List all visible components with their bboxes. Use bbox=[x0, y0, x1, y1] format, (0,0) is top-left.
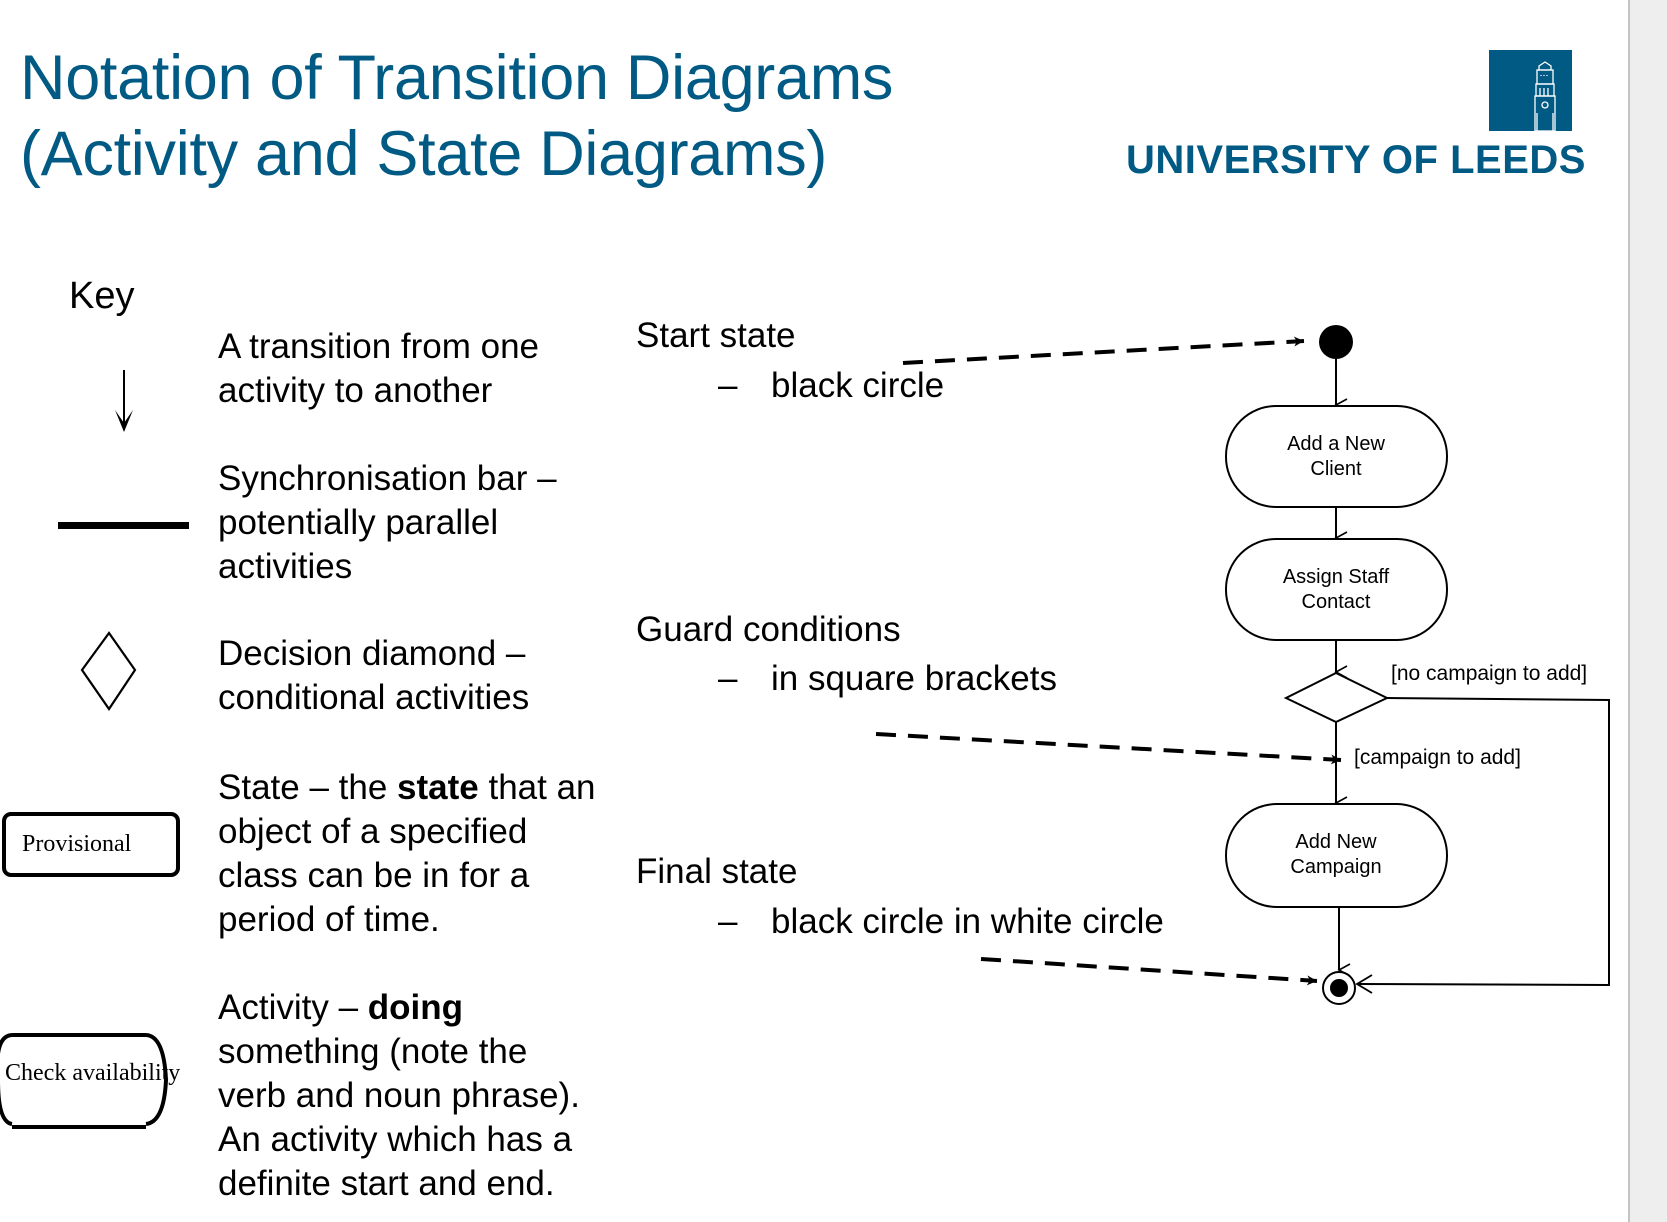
key-text-line: An activity which has a bbox=[218, 1120, 573, 1159]
dashed-pointer-final bbox=[980, 957, 1318, 986]
emphasis-state: state bbox=[397, 768, 479, 807]
node-label-add-client: Add a New Client bbox=[1226, 432, 1446, 482]
key-text-line: Activity – doing bbox=[218, 988, 464, 1027]
key-heading: Key bbox=[69, 275, 135, 317]
node-label-line: Client bbox=[1310, 458, 1362, 480]
node-label-line: Campaign bbox=[1290, 856, 1382, 878]
activity-node-assign-staff bbox=[1225, 538, 1448, 641]
title-line-2: (Activity and State Diagrams) bbox=[20, 119, 828, 189]
bullet-dash: – bbox=[718, 366, 738, 405]
key-text-line: conditional activities bbox=[218, 678, 530, 717]
node-label-add-campaign: Add New Campaign bbox=[1226, 830, 1446, 880]
slide: Notation of Transition Diagrams (Activit… bbox=[0, 40, 1610, 1206]
key-text-line: activities bbox=[218, 547, 353, 586]
guard-campaign: [campaign to add] bbox=[1354, 746, 1521, 769]
title-line-1: Notation of Transition Diagrams bbox=[20, 43, 894, 113]
bullet-dash: – bbox=[718, 902, 738, 941]
dashed-pointer-start bbox=[902, 336, 1305, 365]
start-state-node bbox=[1319, 325, 1353, 359]
key-text-line: class can be in for a bbox=[218, 856, 530, 895]
activity-box-symbol-label: Check availability bbox=[5, 1060, 181, 1086]
final-state-detail: black circle in white circle bbox=[771, 902, 1164, 941]
key-text-line: activity to another bbox=[218, 371, 493, 410]
emphasis-doing: doing bbox=[367, 988, 464, 1027]
node-label-line: Contact bbox=[1301, 591, 1371, 613]
activity-node-add-campaign bbox=[1225, 803, 1448, 908]
final-state-node bbox=[1322, 971, 1356, 1005]
decision-node bbox=[1283, 671, 1390, 724]
key-text-line: State – the state that an bbox=[218, 768, 596, 807]
university-tower-icon bbox=[1489, 50, 1572, 132]
transition-decision-bypass-to-final bbox=[1357, 697, 1610, 987]
final-state-heading: Final state bbox=[636, 852, 798, 891]
activity-node-add-client bbox=[1225, 405, 1448, 508]
diagram-graphics bbox=[0, 325, 1610, 1129]
state-box-symbol: Provisional bbox=[2, 812, 180, 877]
transition-arrow-icon bbox=[115, 370, 133, 432]
decision-diamond-icon bbox=[80, 631, 137, 711]
node-label-line: Add New bbox=[1295, 831, 1377, 853]
key-text-line: Synchronisation bar – bbox=[218, 459, 557, 498]
guard-conditions-detail: in square brackets bbox=[771, 659, 1057, 698]
node-label-assign-staff: Assign Staff Contact bbox=[1226, 565, 1446, 615]
node-label-line: Assign Staff bbox=[1282, 566, 1390, 588]
bypass-arrowhead bbox=[1355, 974, 1373, 994]
scrollbar-track[interactable] bbox=[1628, 0, 1667, 1222]
key-text-line: something (note the bbox=[218, 1032, 528, 1071]
key-text-line: definite start and end. bbox=[218, 1164, 555, 1203]
guard-no-campaign: [no campaign to add] bbox=[1391, 662, 1588, 685]
university-logo-text: UNIVERSITY OF LEEDS bbox=[1126, 138, 1586, 182]
bullet-dash: – bbox=[718, 659, 738, 698]
start-state-detail: black circle bbox=[771, 366, 945, 405]
synchronisation-bar-icon bbox=[58, 522, 189, 529]
key-text-line: A transition from one bbox=[218, 327, 539, 366]
key-text-line: verb and noun phrase). bbox=[218, 1076, 580, 1115]
key-transition-description: A transition from one activity to anothe… bbox=[218, 325, 539, 413]
key-decision-description: Decision diamond – conditional activitie… bbox=[218, 632, 529, 720]
node-label-line: Add a New bbox=[1287, 433, 1385, 455]
page-title: Notation of Transition Diagrams (Activit… bbox=[20, 40, 893, 192]
key-activity-description: Activity – doing something (note the ver… bbox=[218, 986, 580, 1206]
key-text-line: potentially parallel bbox=[218, 503, 499, 542]
key-state-description: State – the state that an object of a sp… bbox=[218, 766, 596, 942]
key-sync-bar-description: Synchronisation bar – potentially parall… bbox=[218, 457, 557, 589]
key-text-line: Decision diamond – bbox=[218, 634, 526, 673]
activity-box-symbol bbox=[0, 1033, 169, 1129]
dashed-pointer-guard bbox=[875, 732, 1342, 765]
key-text-line: period of time. bbox=[218, 900, 440, 939]
key-text-line: object of a specified bbox=[218, 812, 528, 851]
start-state-heading: Start state bbox=[636, 316, 796, 355]
guard-conditions-heading: Guard conditions bbox=[636, 610, 901, 649]
